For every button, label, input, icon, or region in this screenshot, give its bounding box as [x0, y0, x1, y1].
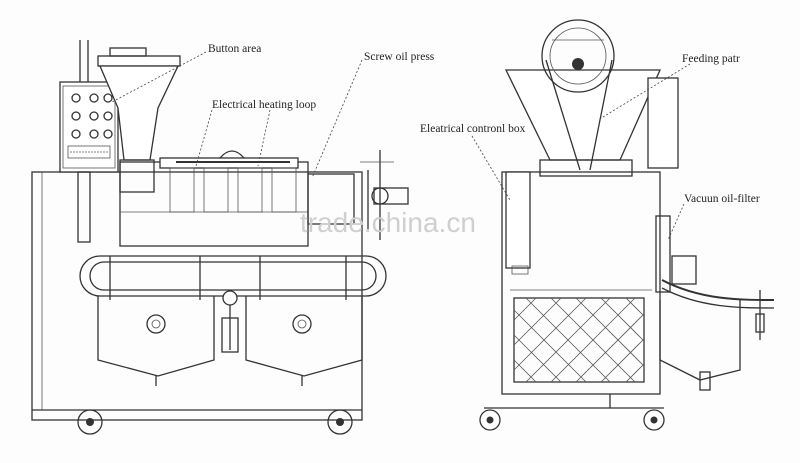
right-tank: [245, 296, 363, 386]
electrical-heating-loop-label: Electrical heating loop: [212, 99, 316, 111]
side-control-box: [505, 171, 531, 269]
motor-box: [647, 77, 679, 169]
press-body: [119, 150, 409, 247]
mesh-window: [513, 297, 645, 383]
leader-lines: [111, 51, 691, 241]
vacuum-filter: [655, 215, 775, 391]
left-tank: [97, 296, 215, 386]
side-cabinet: [501, 171, 661, 395]
front-view: [31, 40, 409, 435]
watermark: trade.china.cn: [300, 207, 476, 238]
belt-pulley: [541, 19, 615, 171]
button-area-label: Button area: [208, 43, 261, 55]
feeding-part-label: Feeding patr: [682, 53, 740, 65]
side-hopper: [504, 69, 662, 177]
button-panel: [59, 81, 119, 173]
front-hopper: [97, 47, 181, 193]
screw-oil-press-label: Screw oil press: [364, 51, 435, 63]
side-view: [479, 19, 775, 431]
vacuum-oil-filter-label: Vacuun oil-filter: [684, 193, 760, 205]
electrical-control-box-label: Eleatrical contronl box: [420, 123, 526, 135]
